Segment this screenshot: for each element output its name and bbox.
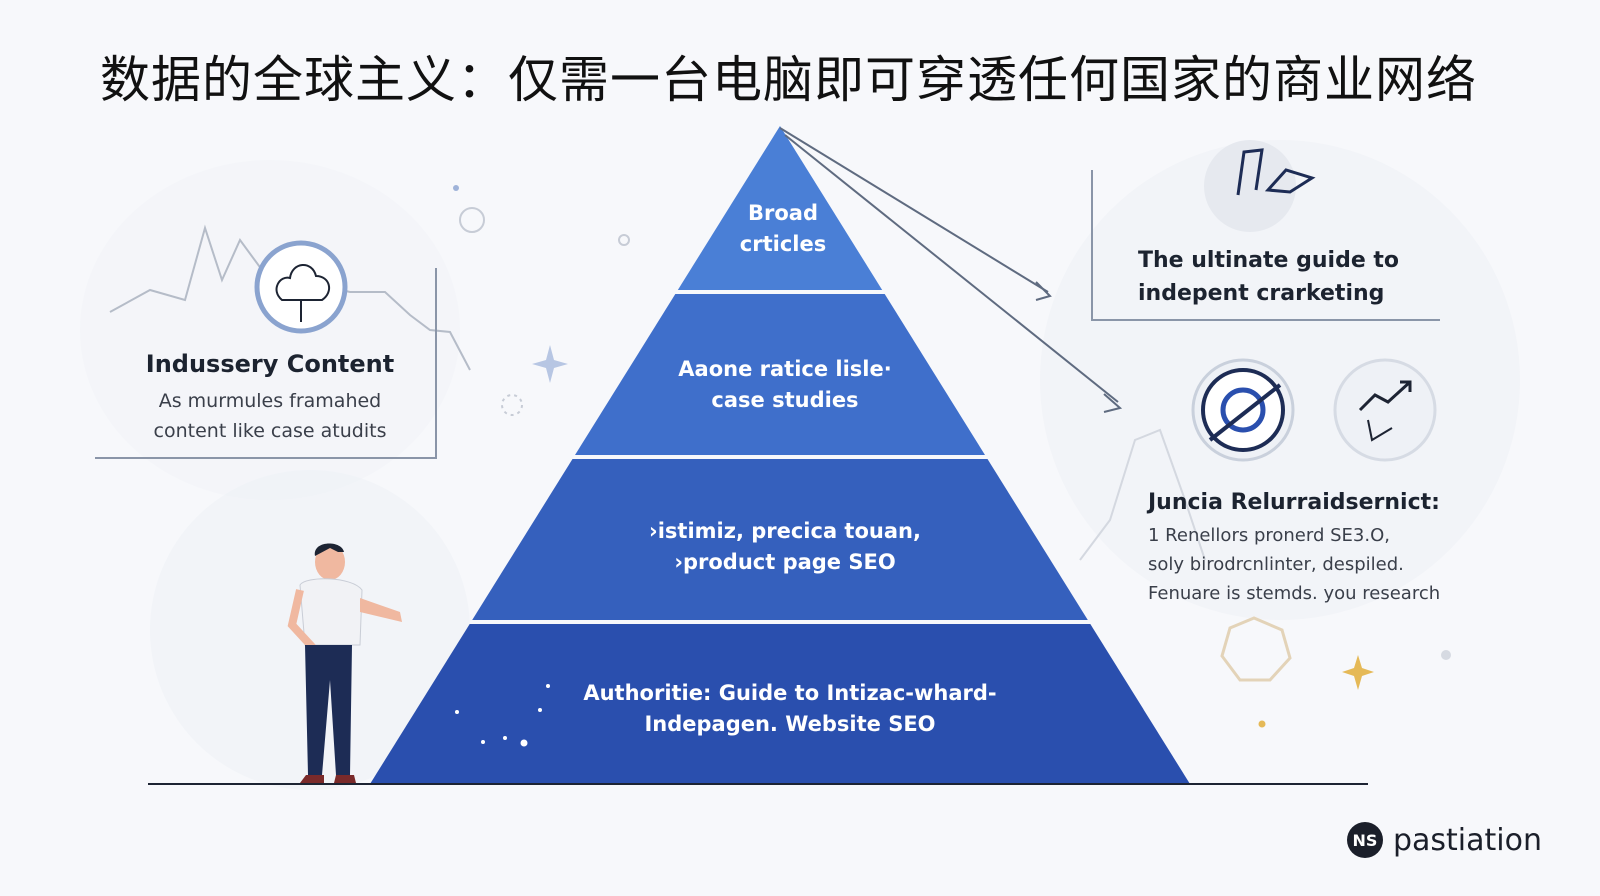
pyramid-tier-2 [575,294,985,455]
right-top-line-2: indepent crarketing [1138,281,1385,306]
left-card-border [95,268,437,459]
pyramid-tier-4 [370,624,1190,784]
right-wave [1079,428,1206,561]
trend-chart-icon [1333,358,1437,462]
hexagon-icon [1220,616,1292,682]
right-bottom-line-3: Fenuare is stemds. you research [1148,583,1441,604]
tier-label-2: Aaone ratice lisle· case studies [630,354,940,416]
arrow-to-research-head [1103,393,1123,413]
left-card: Indussery Content As murmules framahed c… [120,350,420,446]
tier-3-line-2: ›product page SEO [674,550,896,574]
right-top-card-border [1091,170,1440,321]
tier-1-line-1: Broad [748,201,818,225]
arrow-to-guide [779,127,1049,293]
right-bottom-line-1: 1 Renellors pronerd SE3.O, [1148,525,1390,546]
right-bottom-heading: Juncia Relurraidsernict: [1148,490,1440,515]
right-top-line-1: The ultinate guide to [1138,248,1400,273]
decor-sparkles [459,207,630,416]
dot [453,185,459,191]
sparkle-icon [532,345,568,383]
pyramid-tier-3 [472,459,1088,620]
tier-4-line-2: Indepagen. Website SEO [644,712,936,736]
target-icon [1191,358,1295,462]
page-title: 数据的全球主义：仅需一台电脑即可穿透任何国家的商业网络 [100,51,1477,109]
left-card-line-1: As murmules framahed [158,390,382,412]
logo-text: pastiation [1392,822,1542,858]
tier-label-4: Authoritie: Guide to Intizac-whard- Inde… [530,678,1050,740]
tier-4-line-1: Authoritie: Guide to Intizac-whard- [583,681,997,705]
dot [1441,650,1451,660]
sparkle-icon [1342,655,1374,690]
pyramid-tier-1 [677,126,883,290]
arrow-to-guide-head [1035,281,1052,301]
dot [1258,720,1266,728]
tree-brain-icon [254,240,348,334]
left-card-line-2: content like case atudits [153,420,387,442]
right-bottom-card: Juncia Relurraidsernict: 1 Renellors pro… [1148,490,1478,608]
tier-2-line-1: Aaone ratice lisle· [678,357,892,381]
arrow-to-research [784,134,1119,403]
logo-mark-icon: NS [1346,822,1383,858]
right-bottom-line-2: soly birodrcnlinter, despiled. [1148,554,1404,575]
document-chart-icon [1204,140,1316,232]
right-top-card: The ultinate guide to indepent crarketin… [1138,244,1438,310]
tier-1-line-2: crticles [739,232,827,256]
person-illustration [287,543,402,783]
brand-logo: NS pastiation [1346,822,1542,858]
tier-label-3: ›istimiz, precica touan, ›product page S… [590,516,980,578]
tier-2-line-2: case studies [711,388,859,412]
background-blob [80,160,460,500]
apex-arrows [779,127,1123,413]
tier-3-line-1: ›istimiz, precica touan, [649,519,921,543]
constellation-dots [455,684,550,747]
left-card-heading: Indussery Content [145,350,395,378]
tier-label-1: Broad crticles [698,198,868,260]
